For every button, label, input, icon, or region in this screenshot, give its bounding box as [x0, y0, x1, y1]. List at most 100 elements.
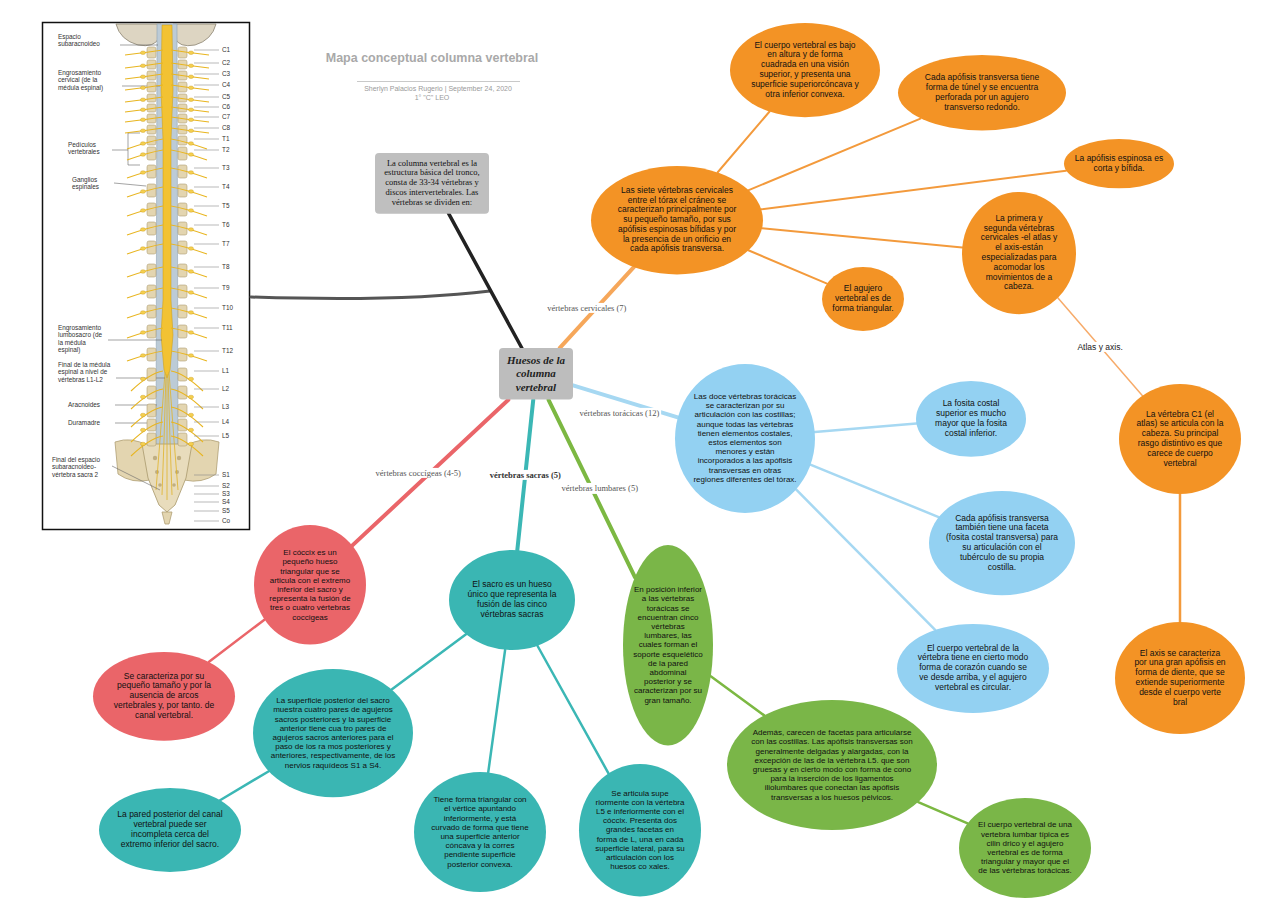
- sacral-foramen: [172, 483, 176, 487]
- leader-line: [194, 436, 219, 437]
- figure-label-box: C6: [222, 103, 248, 110]
- connector: [796, 489, 935, 629]
- node-fill: [727, 700, 937, 830]
- spinal-nerve: [171, 351, 207, 361]
- figure-label-box: Pedículos vertebrales: [68, 141, 110, 156]
- node-text-group: La vértebra C1 (el atlas) se articula co…: [1136, 410, 1224, 469]
- spinal-ganglion: [188, 75, 193, 79]
- vertebra-label: L5: [222, 432, 248, 439]
- node-text-group: La primera y segunda vértebras cervicale…: [978, 214, 1060, 292]
- node-fill: [1119, 384, 1241, 494]
- figure-label-box: S2: [222, 482, 248, 489]
- edge-label: vértebras cervicales (7): [547, 302, 626, 312]
- anatomy-label: Espacio subaracnoideo: [58, 33, 118, 48]
- node-text-group: Cada apófisis transversa tiene forma de …: [915, 73, 1049, 112]
- node-fill: [730, 23, 880, 117]
- leader-line: [194, 63, 219, 64]
- connector: [711, 676, 764, 715]
- connector: [220, 771, 269, 800]
- concept-ellipse: La superficie posterior del sacro muestr…: [253, 669, 413, 797]
- leader-line: [194, 389, 219, 390]
- spinal-nerve: [127, 206, 163, 216]
- spinal-ganglion: [140, 247, 145, 251]
- spinal-nerve: [171, 117, 209, 122]
- leader-line: [194, 475, 219, 476]
- spinal-ganglion: [188, 247, 193, 251]
- spinal-nerve: [125, 63, 163, 68]
- figure-label-box: C1: [222, 46, 248, 53]
- node-fill: [962, 192, 1076, 314]
- node-text-group: El cuerpo vertebral es bajo en altura y …: [751, 41, 859, 100]
- vertebral-pedicle: [147, 433, 156, 446]
- spinal-ganglion: [140, 428, 145, 432]
- leader-line: [194, 128, 219, 129]
- node-fill: [93, 652, 235, 741]
- cauda-equina: [156, 372, 178, 500]
- node-fill: [1115, 622, 1245, 734]
- spinal-ganglion: [188, 86, 193, 90]
- spinal-nerve: [125, 50, 163, 55]
- concept-ellipse: La apófisis espinosa es corta y bífida.: [1064, 139, 1174, 188]
- connector: [1058, 298, 1143, 396]
- spinal-ganglion: [140, 270, 145, 274]
- figure-label-box: S3: [222, 490, 248, 497]
- node-text: El sacro es un hueso único que represent…: [465, 580, 560, 619]
- figure-label-box: L4: [222, 418, 248, 425]
- leader-line: [194, 74, 219, 75]
- anatomy-label: Ganglios espinales: [72, 176, 112, 191]
- figure-label-box: C3: [222, 70, 248, 77]
- connector-line: [537, 646, 608, 774]
- spinal-ganglion: [188, 51, 193, 55]
- spinal-nerve: [125, 117, 163, 122]
- node-text-group: La columna vertebral es la estructura bá…: [380, 159, 484, 208]
- concept-ellipse: El cóccix es un pequeño hueso triangular…: [254, 525, 366, 644]
- spinal-nerve: [171, 74, 209, 79]
- concept-ellipse: Se articula supe riormente con la vérteb…: [579, 764, 701, 896]
- figure-label-box: Co: [222, 517, 248, 524]
- leader-line: [194, 97, 219, 98]
- spinal-ganglion: [140, 153, 145, 157]
- figure-label-box: T5: [222, 202, 248, 209]
- leader-line: [194, 168, 219, 169]
- subtitle: 1° "C" LEO: [392, 94, 472, 102]
- spinal-nerve: [125, 74, 163, 79]
- coccyx: [162, 512, 172, 524]
- vertebra-label: T9: [222, 284, 248, 291]
- leader-line: [194, 288, 219, 289]
- node-fill: [929, 491, 1075, 595]
- spinal-nerve: [171, 328, 207, 338]
- connector-line: [352, 400, 508, 546]
- spinal-nerve: [127, 328, 163, 338]
- vertebra-label: L4: [222, 418, 248, 425]
- figure-label-box: T6: [222, 221, 248, 228]
- title-rule: [357, 81, 520, 82]
- figure-label-box: T4: [222, 183, 248, 190]
- node-text-group: El agujero vertebral es de forma triangu…: [831, 284, 895, 313]
- vertebra-label: S3: [222, 490, 248, 497]
- spinal-nerve: [131, 436, 163, 456]
- figure-label-box: S5: [222, 507, 248, 514]
- node-text: El cuerpo vertebral es bajo en altura y …: [751, 41, 859, 100]
- spinal-ganglion: [140, 118, 145, 122]
- spinal-ganglion: [140, 142, 145, 146]
- edge-label-box: vértebras coccígeas (4-5): [374, 468, 463, 478]
- spinal-ganglion: [188, 377, 193, 381]
- node-text-group: El cóccix es un pequeño hueso triangular…: [269, 548, 352, 622]
- edge-label: vértebras coccígeas (4-5): [376, 468, 461, 478]
- title: Mapa conceptual columna vertebral: [290, 51, 574, 65]
- figure-label-box: Ganglios espinales: [72, 176, 112, 191]
- sacral-foramen: [158, 483, 162, 487]
- sacral-foramen: [177, 456, 181, 460]
- connector: [748, 250, 827, 283]
- spinal-ganglion: [140, 108, 145, 112]
- edge-label-box: vértebras cervicales (7): [545, 302, 628, 312]
- concept-ellipse: El cuerpo vertebral de una vertebra lumb…: [959, 798, 1091, 898]
- vertebral-pedicle: [178, 433, 187, 446]
- leader-line: [194, 486, 219, 487]
- figure-label-box: Final del espacio subaracnoideo-vértebra…: [52, 456, 110, 478]
- leader-line: [194, 351, 219, 352]
- figure-label-box: L5: [222, 432, 248, 439]
- sacral-foramen: [153, 456, 157, 460]
- leader-line: [108, 340, 162, 341]
- connector-line: [1179, 494, 1182, 622]
